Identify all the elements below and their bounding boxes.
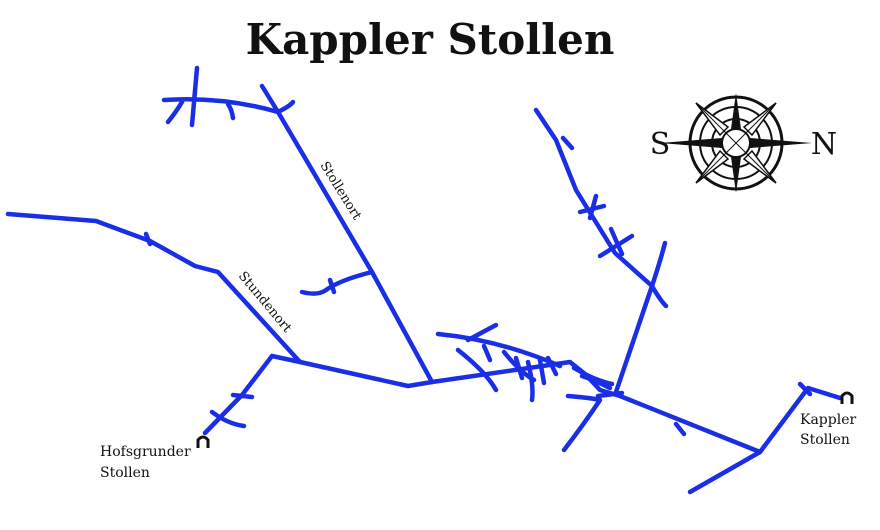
tunnel-stub — [189, 65, 200, 128]
tunnel-stub — [143, 231, 153, 247]
tunnel-right-upper — [533, 107, 655, 395]
compass-label-south: S — [650, 127, 671, 162]
tunnel-side-drift — [299, 269, 375, 296]
tunnel-stub — [327, 277, 337, 295]
compass-rose-icon — [660, 93, 812, 193]
tunnel-stundenort — [5, 211, 303, 365]
tunnel-main-drift — [269, 353, 763, 455]
tunnel-network — [5, 65, 843, 495]
tunnel-cross-gallery — [455, 347, 499, 393]
tunnel-stub — [587, 193, 599, 221]
map-title: Kappler Stollen — [246, 15, 615, 64]
label-kappler-line1: Kappler — [800, 412, 856, 428]
tunnel-stub — [465, 322, 499, 343]
tunnel-stub — [525, 359, 535, 403]
mine-entrance-icon — [196, 435, 210, 448]
tunnel-stub — [513, 355, 525, 381]
label-hofsgrunder-line1: Hofsgrunder — [100, 444, 191, 460]
tunnel-stub — [481, 343, 493, 363]
tunnel-stub — [225, 101, 236, 121]
tunnel-stollenort — [259, 83, 435, 385]
tunnel-stub — [165, 99, 185, 125]
tunnel-stub — [687, 449, 763, 495]
tunnel-lower-middle — [561, 393, 603, 453]
tunnel-stub — [230, 392, 255, 400]
compass-label-north: N — [811, 127, 837, 162]
tunnel-kappler — [757, 385, 843, 455]
tunnel-stub — [797, 381, 813, 397]
tunnel-stub — [209, 409, 247, 429]
tunnel-stub — [649, 283, 669, 309]
tunnel-stub — [545, 355, 559, 377]
mine-entrance-icon — [840, 391, 854, 404]
tunnel-stub — [597, 233, 635, 259]
tunnel-stub — [560, 135, 575, 151]
tunnel-stub — [537, 357, 547, 386]
tunnel-stub — [673, 421, 687, 437]
tunnel-stub — [649, 240, 668, 289]
tunnel-stub — [579, 373, 613, 391]
label-hofsgrunder-line2: Stollen — [100, 465, 150, 481]
tunnel-stub — [595, 390, 625, 399]
tunnel-stub — [608, 226, 625, 257]
label-kappler-line2: Stollen — [800, 432, 850, 448]
tunnel-cross-gallery — [435, 331, 563, 369]
